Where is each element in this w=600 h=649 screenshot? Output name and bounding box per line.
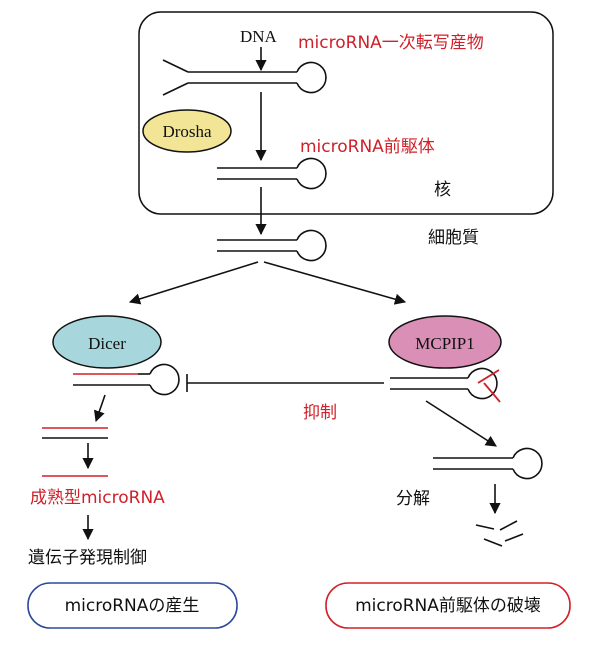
- primary-transcript-shape: [162, 59, 327, 96]
- cytoplasm-label: 細胞質: [428, 228, 479, 248]
- dicer-label: Dicer: [88, 334, 126, 353]
- cleavage-arrow: [425, 400, 497, 447]
- mcpip1-enzyme: [388, 315, 502, 369]
- mcpip1-label: MCPIP1: [415, 334, 475, 353]
- destruction-box: [325, 582, 571, 629]
- production-box: [27, 582, 238, 629]
- mature-label: 成熟型microRNA: [30, 487, 165, 508]
- nucleus-box: [138, 11, 554, 215]
- dicer-hairpin: [73, 363, 180, 396]
- inhibition-label: 抑制: [303, 403, 337, 423]
- drosha-enzyme: [142, 109, 232, 153]
- primary-transcript-label: microRNA一次転写産物: [298, 33, 484, 53]
- dicer-product-arrow: [94, 394, 106, 423]
- cleavage-mark-icon: [477, 369, 501, 403]
- nucleus-label: 核: [434, 180, 451, 200]
- degradation-label: 分解: [396, 489, 430, 509]
- split-arrow-left: [128, 261, 259, 305]
- split-arrow-right: [263, 261, 407, 305]
- production-box-label: microRNAの産生: [65, 596, 200, 616]
- dna-label: DNA: [240, 27, 278, 46]
- mirna-duplex: [42, 427, 108, 439]
- gene-regulation-label: 遺伝子発現制御: [28, 548, 147, 568]
- mcpip1-hairpin: [390, 367, 498, 400]
- cleaved-precursor: [433, 447, 543, 480]
- dicer-enzyme: [52, 315, 162, 369]
- rna-fragments: [475, 520, 524, 547]
- precursor-hairpin-cytoplasm: [217, 229, 327, 262]
- precursor-hairpin-nucleus: [217, 157, 327, 190]
- destruction-box-label: microRNA前駆体の破壊: [355, 596, 541, 616]
- drosha-label: Drosha: [162, 122, 212, 141]
- inhibition-line: [186, 374, 384, 392]
- precursor-label: microRNA前駆体: [300, 137, 435, 157]
